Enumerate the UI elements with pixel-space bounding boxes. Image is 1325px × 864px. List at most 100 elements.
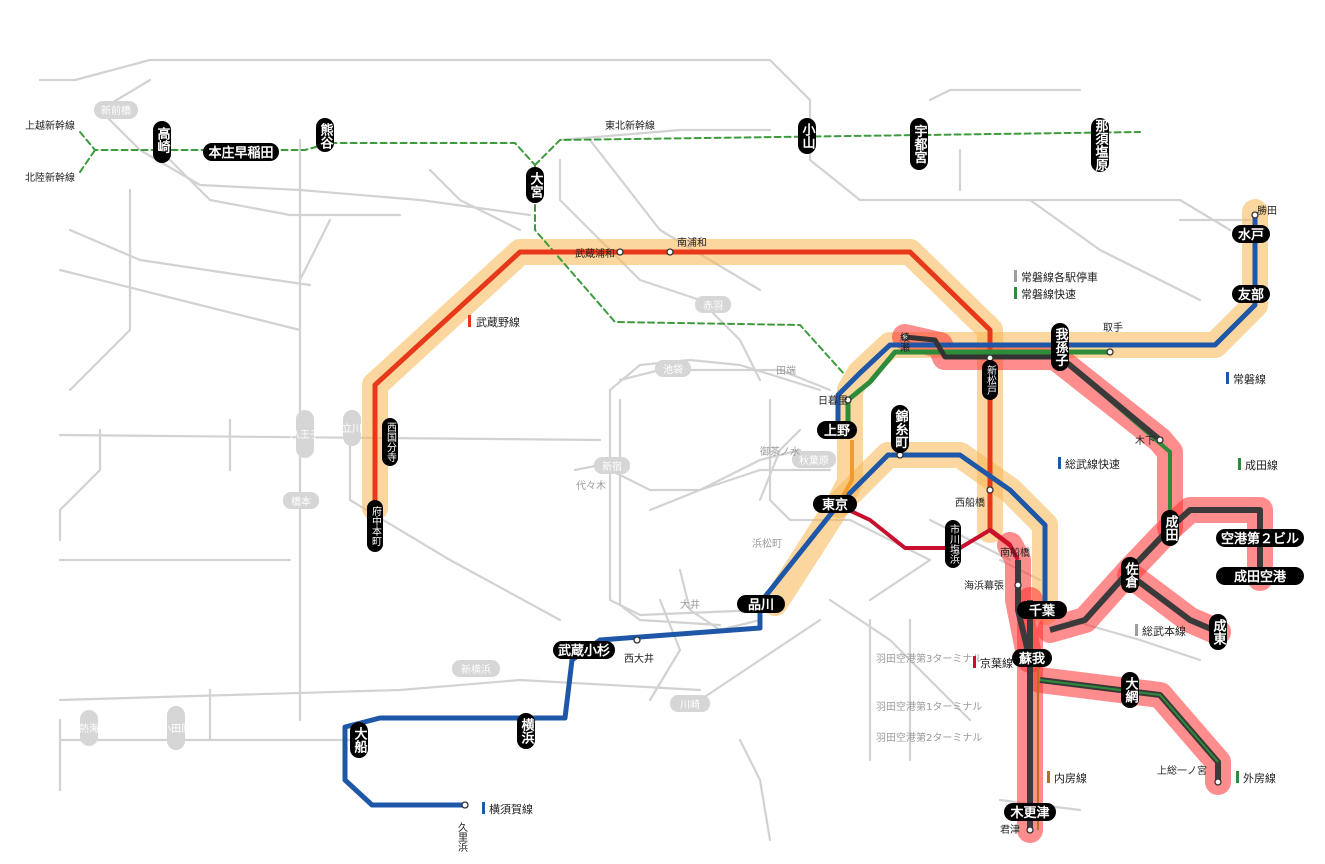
svg-text:木更津: 木更津 <box>1009 805 1049 821</box>
main-stations: 高崎 熊谷 小山 宇都宮 那須塩原 大宮 我孫子 錦糸町 成田 佐倉 成東 大網… <box>153 118 1304 821</box>
ayase-label: 綾瀬 <box>898 331 910 353</box>
svg-text:常磐線: 常磐線 <box>1233 372 1266 386</box>
station-sakura[interactable]: 佐倉 <box>1121 557 1139 593</box>
station-shinagawa[interactable]: 品川 <box>737 595 785 613</box>
tachikawa-station: 立川 <box>342 410 362 446</box>
shinyokohama-station: 新横浜 <box>452 660 500 677</box>
svg-text:京葉線: 京葉線 <box>980 656 1013 670</box>
hashimoto-station: 橋本 <box>283 492 319 509</box>
svg-text:友部: 友部 <box>1238 287 1264 303</box>
station-ofuna[interactable]: 大船 <box>350 722 368 758</box>
minor-station-dots <box>461 211 1259 834</box>
svg-text:東京: 東京 <box>822 497 848 513</box>
svg-text:横須賀線: 横須賀線 <box>489 802 533 816</box>
station-kumagaya[interactable]: 熊谷 <box>316 118 334 152</box>
svg-text:佐倉: 佐倉 <box>1123 561 1140 589</box>
kimitsu-label: 君津 <box>1000 824 1020 836</box>
svg-text:新松戸: 新松戸 <box>985 364 997 396</box>
station-musashikosugi[interactable]: 武蔵小杉 <box>553 641 615 659</box>
station-abiko[interactable]: 我孫子 <box>1051 323 1069 371</box>
svg-text:我孫子: 我孫子 <box>1053 327 1069 368</box>
station-honjo-waseda[interactable]: 本庄早稲田 <box>203 143 279 161</box>
odawara-station: 小田原 <box>161 706 191 750</box>
legend-uchibo: 内房線 <box>1047 771 1087 785</box>
station-ueno[interactable]: 上野 <box>817 421 857 439</box>
svg-text:池袋: 池袋 <box>663 363 683 376</box>
svg-text:西国分寺: 西国分寺 <box>385 422 397 462</box>
legend-sobu-main: 総武本線 <box>1135 624 1186 638</box>
station-nasushiobara[interactable]: 那須塩原 <box>1091 118 1109 172</box>
station-shinmatsudo: 新松戸 <box>982 360 998 400</box>
svg-text:那須塩原: 那須塩原 <box>1093 119 1110 172</box>
shinkansen-lines <box>79 131 1141 376</box>
nishioi-label: 西大井 <box>624 652 654 665</box>
station-tokyo[interactable]: 東京 <box>813 495 857 513</box>
atami-station: 熱海 <box>79 710 99 746</box>
station-fuchuhommachi: 府中本町 <box>367 500 383 552</box>
svg-text:赤羽: 赤羽 <box>703 300 723 312</box>
yokosuka-line <box>342 503 840 808</box>
station-narita[interactable]: 成田 <box>1161 510 1179 546</box>
svg-text:大網: 大網 <box>1123 676 1139 704</box>
svg-text:総武本線: 総武本線 <box>1142 624 1186 638</box>
station-nishikokubunji: 西国分寺 <box>382 418 398 466</box>
station-oami[interactable]: 大網 <box>1121 672 1139 708</box>
legend-sobu-rapid: 総武線快速 <box>1058 457 1120 471</box>
svg-text:新宿: 新宿 <box>602 460 622 473</box>
svg-text:市川塩浜: 市川塩浜 <box>948 523 960 565</box>
haneda3-label: 羽田空港第3ターミナル <box>876 652 982 665</box>
akihabara-station: 秋葉原 <box>792 451 836 468</box>
station-airport-t2[interactable]: 空港第２ビル <box>1216 529 1304 547</box>
station-tomobe[interactable]: 友部 <box>1232 285 1270 303</box>
station-yokohama[interactable]: 横浜 <box>517 713 535 749</box>
ochanomizu-label: 御茶ノ水 <box>760 445 800 458</box>
legend-joban-rapid: 常磐線快速 <box>1014 287 1076 301</box>
station-mito[interactable]: 水戸 <box>1232 225 1270 243</box>
svg-text:本庄早稲田: 本庄早稲田 <box>208 145 273 161</box>
legend-narita: 成田線 <box>1238 458 1278 472</box>
musashiurawa-label: 武蔵浦和 <box>575 247 615 260</box>
svg-text:品川: 品川 <box>748 598 774 613</box>
svg-text:錦糸町: 錦糸町 <box>893 409 909 450</box>
svg-text:常磐線各駅停車: 常磐線各駅停車 <box>1021 270 1098 284</box>
svg-text:蘇我: 蘇我 <box>1018 651 1045 667</box>
hokuriku-shinkansen-label: 北陸新幹線 <box>25 171 75 184</box>
kinoshita-label: 木下 <box>1135 435 1155 447</box>
station-oyama[interactable]: 小山 <box>798 118 816 154</box>
station-utsunomiya[interactable]: 宇都宮 <box>910 118 928 170</box>
station-chiba[interactable]: 千葉 <box>1017 601 1067 619</box>
station-kinshicho[interactable]: 錦糸町 <box>891 405 909 453</box>
station-omiya[interactable]: 大宮 <box>526 167 544 203</box>
svg-text:常磐線快速: 常磐線快速 <box>1021 287 1076 301</box>
station-naruto[interactable]: 成東 <box>1209 614 1227 650</box>
svg-text:武蔵野線: 武蔵野線 <box>476 315 520 329</box>
tabata-label: 田端 <box>776 364 796 377</box>
station-ichikawashiohama: 市川塩浜 <box>945 520 961 568</box>
line-legends: 武蔵野線 常磐線各駅停車 常磐線快速 常磐線 総武線快速 成田線 総武本線 京葉… <box>468 270 1278 816</box>
shinjuku-station: 新宿 <box>594 457 630 474</box>
hachioji-station: 八王子 <box>290 410 320 458</box>
svg-text:立川: 立川 <box>342 422 362 435</box>
svg-text:川崎: 川崎 <box>680 698 700 711</box>
svg-text:高崎: 高崎 <box>155 126 171 154</box>
legend-sotobo: 外房線 <box>1236 771 1276 785</box>
hamamatsucho-label: 浜松町 <box>752 537 782 550</box>
oi-label: 大井 <box>680 598 700 611</box>
svg-text:水戸: 水戸 <box>1238 227 1264 243</box>
svg-text:秋葉原: 秋葉原 <box>799 454 829 467</box>
katsuta-label: 勝田 <box>1257 204 1277 217</box>
glow-red <box>892 324 1273 843</box>
svg-text:小山: 小山 <box>800 123 816 150</box>
minor-station-labels: 勝田 取手 綾瀬 日暮里 木下 武蔵浦和 南浦和 西船橋 南船橋 海浜幕張 西大… <box>456 204 1278 853</box>
station-soga[interactable]: 蘇我 <box>1012 649 1052 667</box>
ikebukuro-station: 池袋 <box>655 360 691 377</box>
joban-local-line <box>904 334 1060 360</box>
station-kisarazu[interactable]: 木更津 <box>1004 803 1056 821</box>
joban-rapid-line <box>845 349 1110 430</box>
nippori-label: 日暮里 <box>818 394 848 407</box>
station-takasaki[interactable]: 高崎 <box>153 121 171 163</box>
kawasaki-station: 川崎 <box>670 695 710 712</box>
haneda1-label: 羽田空港第1ターミナル <box>876 700 982 713</box>
svg-text:成東: 成東 <box>1211 618 1227 646</box>
station-narita-airport[interactable]: 成田空港 <box>1216 567 1304 585</box>
